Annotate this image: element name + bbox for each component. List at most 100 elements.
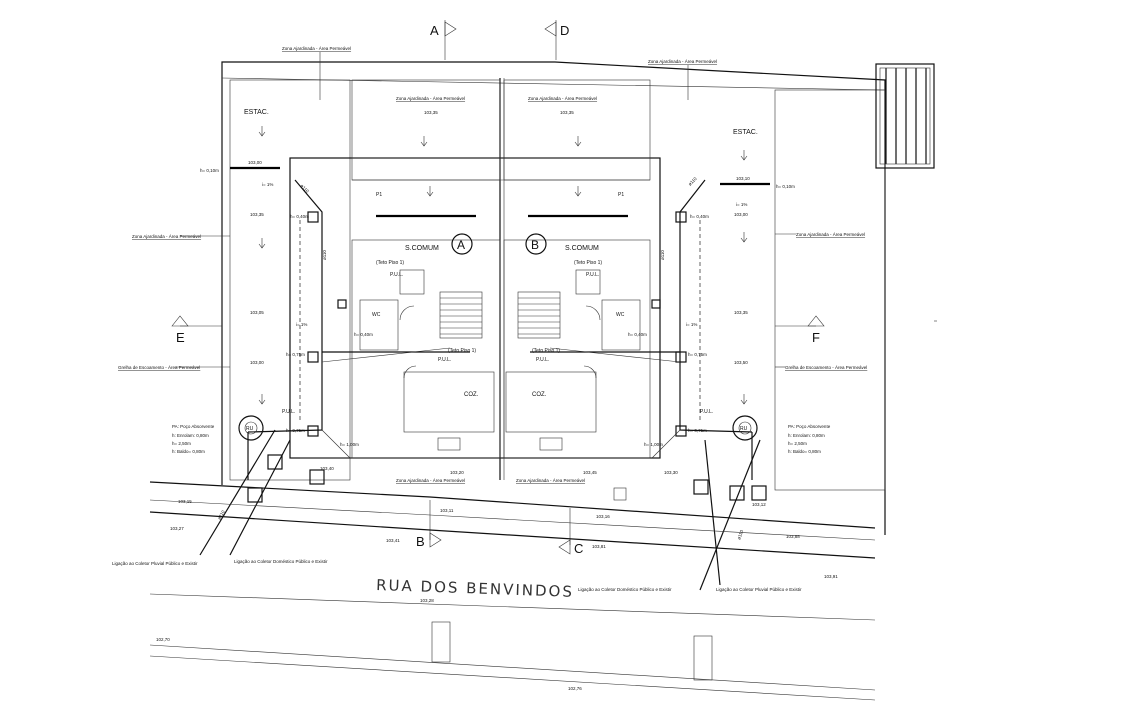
p1-A: P1 bbox=[376, 192, 382, 198]
section-C-label: C bbox=[574, 541, 583, 556]
building-footprint bbox=[289, 78, 661, 480]
pul-2: P.U.L. bbox=[586, 272, 599, 278]
p1-B: P1 bbox=[618, 192, 624, 198]
pa-label-right: PA: Poço Absorvente bbox=[788, 424, 831, 429]
pul-3: P.U.L. bbox=[438, 357, 451, 363]
elev-9: 103,10 bbox=[736, 176, 750, 181]
ru-label-right: RU bbox=[740, 426, 748, 432]
elev-23: 103,28 bbox=[420, 598, 434, 603]
elev-12: 103,40 bbox=[320, 466, 334, 471]
slope-3: i= 1% bbox=[686, 322, 697, 327]
zone-right-mid: Zona Ajardinada - Área Permeável bbox=[796, 231, 865, 237]
block-B-label: B bbox=[531, 238, 539, 252]
ligacao-pluvial-right: Ligação ao Coletor Pluvial Público e Exi… bbox=[716, 587, 802, 592]
diam-6: ø110 bbox=[736, 529, 744, 541]
dim-3: h= 0,40m bbox=[690, 214, 709, 219]
diam-2: ø110 bbox=[687, 176, 698, 187]
elev-20: 103,81 bbox=[592, 544, 606, 549]
pipe-diameters: ø110 ø110 ø110 ø110 ø110 ø110 bbox=[217, 176, 745, 541]
section-E-label: E bbox=[176, 330, 185, 345]
room-coz-B: COZ. bbox=[532, 392, 547, 398]
stair-B bbox=[517, 291, 561, 339]
section-marker-E: E bbox=[171, 315, 222, 345]
pul-labels: P.U.L. P.U.L. P.U.L. P.U.L. P.U.L. P.U.L… bbox=[282, 192, 713, 415]
pa-note-right: PA: Poço Absorvente h: Enrolam: 0,80m h=… bbox=[788, 424, 831, 454]
elev-4: 103,00 bbox=[250, 360, 264, 365]
pul-4: P.U.L. bbox=[536, 357, 549, 363]
pa-spec-left-3: h: Baldo= 0,80m bbox=[172, 449, 205, 454]
dim-2: h= 0,40m bbox=[290, 214, 309, 219]
elev-18: 103,27 bbox=[170, 526, 184, 531]
dim-5: h= 0,40m bbox=[628, 332, 647, 337]
dim-10: h= 1,00m bbox=[340, 442, 359, 447]
dim-7: h= 0,75m bbox=[688, 352, 707, 357]
elev-1: 103,35 bbox=[560, 110, 574, 115]
room-s-comum-B: S.COMUM bbox=[565, 245, 599, 252]
zone-inner-B: Zona Ajardinada - Área Permeável bbox=[528, 95, 597, 101]
wc-B: WC bbox=[616, 312, 625, 318]
dim-1: h= 0,10m bbox=[776, 184, 795, 189]
ru-label-left: RU bbox=[246, 426, 254, 432]
elev-11: 103,45 bbox=[583, 470, 597, 475]
room-estac-B: ESTAC. bbox=[733, 129, 758, 136]
dim-0: h= 0,10m bbox=[200, 168, 219, 173]
elev-0: 103,35 bbox=[424, 110, 438, 115]
elev-15: 103,12 bbox=[752, 502, 766, 507]
elev-3: 103,05 bbox=[250, 310, 264, 315]
pa-spec-right-2: h= 2,50m bbox=[788, 441, 807, 446]
connection-labels: Ligação ao Coletor Pluvial Público e Exi… bbox=[112, 559, 802, 592]
dimension-notes: h= 0,10m h= 0,10m h= 0,40m h= 0,40m h= 0… bbox=[200, 168, 795, 447]
pa-spec-right-1: h: Enrolam: 0,80m bbox=[788, 433, 825, 438]
pul-6: P.U.L. bbox=[700, 409, 713, 415]
street-name: RUA DOS BENVINDOS bbox=[376, 576, 574, 601]
section-D-label: D bbox=[560, 23, 569, 38]
section-marker-D: D bbox=[544, 20, 569, 60]
zone-labels: Zona Ajardinada - Área Permeável Zona Aj… bbox=[132, 45, 865, 483]
pul-1: P.U.L. bbox=[390, 272, 403, 278]
interior-partitions bbox=[359, 269, 641, 451]
block-A-label: A bbox=[457, 238, 465, 252]
slope-2: i= 1% bbox=[296, 322, 307, 327]
diam-1: ø110 bbox=[299, 183, 310, 194]
diam-4: ø110 bbox=[660, 250, 665, 260]
room-coz-A: COZ. bbox=[464, 392, 479, 398]
block-B: B bbox=[525, 233, 547, 255]
zone-inner-A: Zona Ajardinada - Área Permeável bbox=[396, 95, 465, 101]
pa-spec-right-3: h: Baldo= 0,80m bbox=[788, 449, 821, 454]
elev-21: 103,88 bbox=[786, 534, 800, 539]
pul-5: P.U.L. bbox=[282, 409, 295, 415]
zone-left-mid: Zona Ajardinada - Área Permeável bbox=[132, 233, 201, 239]
grelha-labels: Grelha de Escoamento - Área Permeável Gr… bbox=[118, 364, 867, 370]
property-boundary bbox=[221, 61, 886, 535]
section-F-label: F bbox=[812, 330, 820, 345]
slope-0: i= 1% bbox=[262, 182, 273, 187]
elev-5: 103,00 bbox=[734, 212, 748, 217]
elev-22: 103,91 bbox=[824, 574, 838, 579]
wc-A: WC bbox=[372, 312, 381, 318]
ligacao-domestico-right: Ligação ao Coletor Doméstico Público e E… bbox=[578, 587, 672, 592]
elev-10: 103,20 bbox=[450, 470, 464, 475]
columns bbox=[307, 211, 687, 437]
pa-label-left: PA: Poço Absorvente bbox=[172, 424, 215, 429]
elev-8: 103,00 bbox=[248, 160, 262, 165]
elev-6: 103,35 bbox=[734, 310, 748, 315]
elev-7: 103,50 bbox=[734, 360, 748, 365]
room-s-comum-A: S.COMUM bbox=[405, 245, 439, 252]
ligacao-domestico-left: Ligação ao Coletor Doméstico Público e E… bbox=[234, 559, 328, 564]
teto-3: (Teto Piso 1) bbox=[448, 348, 476, 354]
dim-9: h= 0,75m bbox=[688, 428, 707, 433]
elev-13: 103,30 bbox=[664, 470, 678, 475]
elev-17: 103,16 bbox=[596, 514, 610, 519]
ligacao-pluvial-left: Ligação ao Coletor Pluvial Público e Exi… bbox=[112, 561, 198, 566]
dim-4: h= 0,40m bbox=[354, 332, 373, 337]
zone-top-left: Zona Ajardinada - Área Permeável bbox=[282, 45, 351, 51]
pa-note-left: PA: Poço Absorvente h: Enrolam: 0,80m h=… bbox=[172, 424, 215, 454]
slope-arrows bbox=[258, 126, 748, 405]
grelha-right: Grelha de Escoamento - Área Permeável bbox=[785, 364, 867, 370]
room-estac-A: ESTAC. bbox=[244, 109, 269, 116]
grelha-left: Grelha de Escoamento - Área Permeável bbox=[118, 364, 200, 370]
dim-11: h= 1,00m bbox=[644, 442, 663, 447]
elev-25: 102,76 bbox=[568, 686, 582, 691]
teto-4: (Teto Piso 1) bbox=[532, 348, 560, 354]
